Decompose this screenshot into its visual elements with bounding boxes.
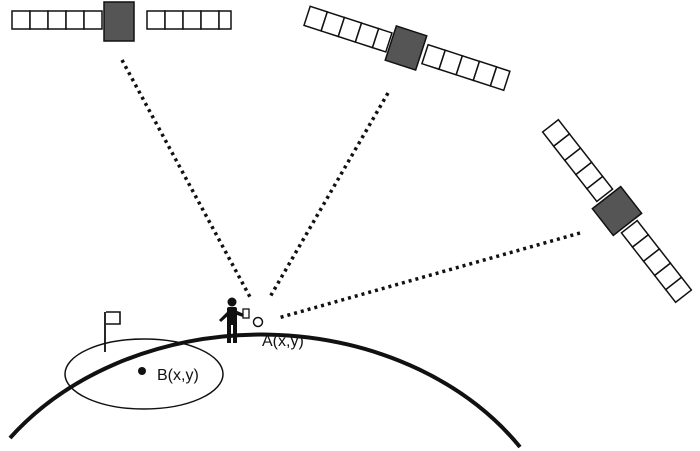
earth-surface-arc — [8, 332, 522, 449]
person-with-receiver-icon — [219, 297, 250, 343]
satellite-icon — [303, 5, 511, 92]
destination-region — [64, 338, 224, 410]
satellite-icon — [541, 118, 693, 304]
signal-line-1 — [120, 59, 252, 298]
signal-line-3 — [277, 231, 581, 320]
satellite-icon — [11, 1, 232, 42]
signal-line-2 — [268, 92, 390, 298]
point-a-marker — [252, 316, 264, 328]
point-a-label: A(x,y) — [262, 333, 304, 350]
point-b-marker — [138, 367, 146, 375]
point-b-label: B(x,y) — [157, 367, 199, 384]
flag-icon — [104, 311, 121, 352]
